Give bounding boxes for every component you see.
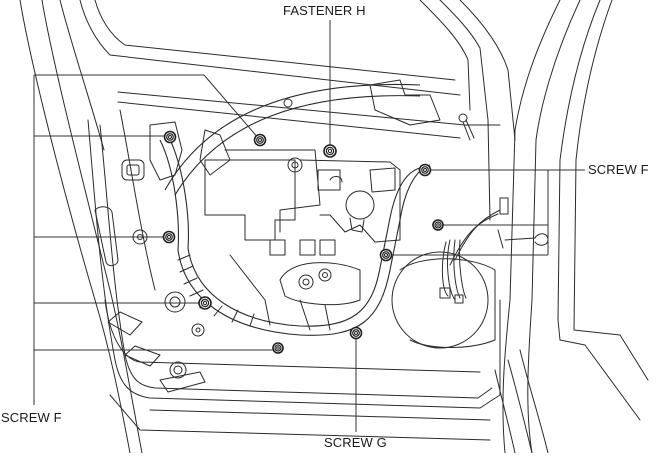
- screw-f-marker: [272, 342, 284, 354]
- fasteners: [162, 130, 444, 354]
- regulator-rail: [149, 83, 431, 336]
- inner-panel: [87, 91, 501, 441]
- screw-f-marker: [379, 248, 393, 262]
- fastener-h-marker: [323, 144, 337, 158]
- screw-f-marker: [198, 296, 212, 310]
- speaker-and-harness: [391, 197, 549, 349]
- regulator-assembly: [204, 149, 401, 331]
- screw-f-label-right: SCREW F: [588, 162, 649, 177]
- screw-g-marker: [349, 326, 363, 340]
- screw-f-marker: [162, 230, 176, 244]
- screw-f-marker: [418, 163, 432, 177]
- screw-f-label-left: SCREW F: [1, 410, 62, 425]
- screw-g-label: SCREW G: [324, 435, 387, 450]
- fastener-h-label: FASTENER H: [283, 3, 366, 18]
- screw-f-marker: [253, 133, 267, 147]
- leader-lines: [33, 20, 585, 432]
- window-components: [369, 79, 475, 141]
- screw-f-marker: [432, 219, 444, 231]
- door-frame: [19, 0, 649, 454]
- screw-f-marker: [163, 130, 177, 144]
